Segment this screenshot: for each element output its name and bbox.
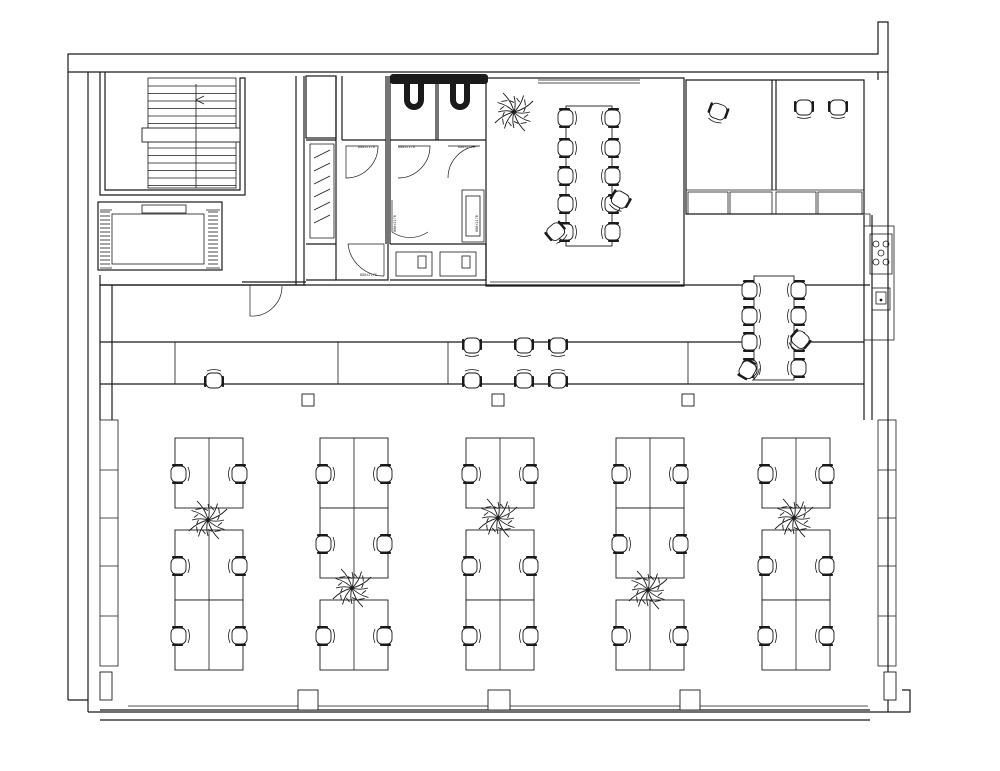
chair-icon (519, 556, 539, 576)
door-tag: 880×2170 (398, 145, 415, 149)
elevator-icon (97, 201, 223, 271)
chair-icon (557, 194, 577, 214)
chair-icon (519, 626, 539, 646)
columns (301, 393, 695, 407)
plant-icon (628, 570, 668, 610)
chair-icon (741, 280, 761, 300)
chair-icon (373, 626, 393, 646)
chair-icon (669, 626, 689, 646)
chair-icon (315, 626, 335, 646)
chair-icon (557, 108, 577, 128)
chair-icon (815, 626, 835, 646)
private-offices (685, 79, 871, 226)
chair-icon (373, 464, 393, 484)
chair-icon (757, 464, 777, 484)
chairs (170, 99, 848, 646)
door-tag: 880×2170 (458, 145, 475, 149)
chair-icon (461, 556, 481, 576)
chair-icon (601, 222, 621, 242)
chair-icon (611, 534, 631, 554)
chair-icon (601, 166, 621, 186)
chair-icon (611, 464, 631, 484)
chair-icon (787, 280, 807, 300)
chair-icon (315, 464, 335, 484)
sink-icon (871, 287, 891, 311)
stair-icon (99, 72, 246, 196)
chair-icon (611, 626, 631, 646)
kitchenette (863, 225, 895, 341)
chair-icon (828, 99, 848, 119)
chair-icon (228, 556, 248, 576)
chair-icon (519, 464, 539, 484)
stove-icon (869, 233, 893, 275)
chair-icon (601, 108, 621, 128)
chair-icon (315, 534, 335, 554)
chair-icon (228, 626, 248, 646)
chair-icon (228, 464, 248, 484)
meeting-room (485, 77, 685, 287)
chair-icon (669, 534, 689, 554)
chair-icon (707, 102, 730, 124)
door-icon (249, 285, 283, 317)
chair-icon (787, 358, 807, 378)
plant-icon (188, 500, 228, 540)
chair-icon (461, 464, 481, 484)
storage-left (99, 419, 119, 667)
chair-icon (548, 337, 568, 357)
storage-right (877, 419, 897, 667)
chair-icon (373, 534, 393, 554)
door-tag: 880×2170 (393, 215, 397, 232)
chair-icon (170, 556, 190, 576)
chair-icon (601, 138, 621, 158)
plant-icon (332, 568, 372, 608)
door-tag: 880×2170 (475, 215, 479, 232)
exterior-walls (67, 21, 911, 721)
chair-icon (514, 369, 534, 389)
plant-icon (494, 92, 534, 132)
breakout-table (753, 275, 795, 381)
chair-icon (609, 189, 632, 212)
chair-icon (204, 369, 224, 389)
plant-icon (478, 498, 518, 538)
chair-icon (741, 332, 761, 352)
chair-icon (669, 464, 689, 484)
toilet-icon (390, 74, 488, 110)
door-tag: 880×2170 (360, 273, 377, 277)
chair-icon (170, 464, 190, 484)
chair-icon (514, 337, 534, 357)
chair-icon (741, 306, 761, 326)
chair-icon (794, 99, 814, 119)
plants (188, 92, 814, 610)
chair-icon (462, 369, 482, 389)
chair-icon (757, 556, 777, 576)
desk-clusters (174, 437, 831, 671)
chair-icon (544, 220, 568, 244)
chair-icon (737, 358, 760, 381)
chair-icon (170, 626, 190, 646)
chair-icon (787, 306, 807, 326)
door-tag: 880×2170 (358, 145, 375, 149)
plant-icon (774, 498, 814, 538)
chair-icon (757, 626, 777, 646)
chair-icon (461, 626, 481, 646)
chair-icon (548, 369, 568, 389)
chair-icon (815, 464, 835, 484)
chair-icon (557, 166, 577, 186)
chair-icon (788, 328, 812, 352)
chair-icon (462, 337, 482, 357)
chair-icon (557, 138, 577, 158)
chair-icon (815, 556, 835, 576)
